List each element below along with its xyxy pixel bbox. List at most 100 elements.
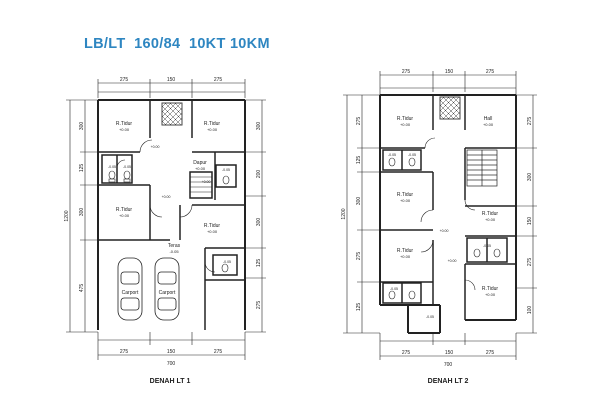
dimension-top xyxy=(379,71,517,95)
floor-plan-1 xyxy=(66,79,266,360)
dim-left-1: 300 xyxy=(79,122,85,131)
void-hatch xyxy=(439,96,461,120)
dim-total-height: 1200 xyxy=(64,210,70,221)
dimension-right xyxy=(516,94,537,334)
bath-level: -0.05 xyxy=(123,165,131,169)
bath-level: -0.05 xyxy=(408,153,416,157)
door-swings xyxy=(420,137,476,291)
stair xyxy=(190,176,212,193)
room-name: R.Tidur xyxy=(204,121,221,127)
dimension-bottom xyxy=(97,332,246,360)
bath-level: -0.05 xyxy=(223,260,231,264)
room-level: +0.00 xyxy=(119,127,130,132)
dim-right-2: 200 xyxy=(256,170,262,179)
hall-level: +0.00 xyxy=(162,195,171,199)
dimension-left xyxy=(66,99,98,333)
room-name: Carport xyxy=(159,290,176,296)
hall-level: +0.00 xyxy=(151,145,160,149)
dim-bottom-3: 275 xyxy=(486,350,495,356)
room-name: Hall xyxy=(484,116,493,122)
dim-top-2: 150 xyxy=(445,69,454,75)
dimension-bottom xyxy=(379,333,517,360)
dim-right-4: 275 xyxy=(527,258,533,267)
room-name: R.Tidur xyxy=(397,192,414,198)
room-name: Carport xyxy=(122,290,139,296)
dim-bottom-3: 275 xyxy=(214,349,223,355)
void-hatch xyxy=(161,102,183,126)
room-level: +0.00 xyxy=(483,122,494,127)
room-level: +0.00 xyxy=(400,122,411,127)
page-title: LB/LT 160/84 10KT 10KM xyxy=(84,36,270,52)
room-name: R.Tidur xyxy=(482,211,499,217)
inner-walls xyxy=(98,100,245,330)
room-level: +0.00 xyxy=(119,213,130,218)
bath-level: -0.05 xyxy=(388,153,396,157)
bath-level: -0.05 xyxy=(390,287,398,291)
toilets xyxy=(388,157,501,300)
stair xyxy=(466,149,498,187)
dim-bottom-1: 275 xyxy=(120,349,129,355)
room-level: +0.00 xyxy=(207,229,218,234)
bath-level: -0.05 xyxy=(222,168,230,172)
cars xyxy=(117,257,180,321)
dimension-left xyxy=(343,94,380,334)
hall-level: +0.00 xyxy=(448,259,457,263)
bath-level: -0.05 xyxy=(483,244,491,248)
hall-level: +0.00 xyxy=(202,180,211,184)
room-level: -0.05 xyxy=(169,249,179,254)
door-swings xyxy=(116,139,216,273)
dimension-top xyxy=(97,79,246,98)
dim-total-height: 1200 xyxy=(341,208,347,219)
room-level: +0.00 xyxy=(195,166,206,171)
plan-caption: DENAH LT 1 xyxy=(150,378,191,385)
dim-left-3: 300 xyxy=(79,208,85,217)
room-name: R.Tidur xyxy=(204,223,221,229)
dim-left-5: 125 xyxy=(356,303,362,312)
hall-level: -0.05 xyxy=(426,315,434,319)
dim-right-3: 150 xyxy=(527,217,533,226)
room-name: R.Tidur xyxy=(482,286,499,292)
dim-bottom-1: 275 xyxy=(402,350,411,356)
room-level: +0.00 xyxy=(400,254,411,259)
inner-walls xyxy=(380,95,516,320)
dim-bottom-2: 150 xyxy=(167,349,176,355)
dim-left-3: 300 xyxy=(356,197,362,206)
room-level: +0.00 xyxy=(400,198,411,203)
dim-right-1: 300 xyxy=(256,122,262,131)
walls xyxy=(379,94,517,334)
dim-left-4: 275 xyxy=(356,252,362,261)
bath-level: -0.05 xyxy=(108,165,116,169)
dim-right-2: 300 xyxy=(527,173,533,182)
dim-left-2: 125 xyxy=(356,156,362,165)
dim-right-5: 275 xyxy=(256,301,262,310)
room-name: R.Tidur xyxy=(397,248,414,254)
plan-caption: DENAH LT 2 xyxy=(428,378,469,385)
dim-top-3: 275 xyxy=(214,77,223,83)
room-level: +0.00 xyxy=(485,217,496,222)
dim-top-2: 150 xyxy=(167,77,176,83)
dim-left-1: 275 xyxy=(356,117,362,126)
dim-right-1: 275 xyxy=(527,117,533,126)
room-name: R.Tidur xyxy=(397,116,414,122)
hall-level: +0.00 xyxy=(440,229,449,233)
room-name: Dapur xyxy=(193,160,207,166)
toilets xyxy=(108,170,230,273)
dimension-right xyxy=(245,99,266,333)
room-name: Teras xyxy=(168,243,181,249)
dim-bottom-2: 150 xyxy=(445,350,454,356)
dim-top-1: 275 xyxy=(402,69,411,75)
plan-1-labels: 275 150 275 275 150 275 700 1200 300 125… xyxy=(64,77,262,385)
plan-2-labels: 275 150 275 275 150 275 700 1200 275 125… xyxy=(341,69,533,385)
dim-right-5: 100 xyxy=(527,306,533,315)
dim-top-3: 275 xyxy=(486,69,495,75)
room-level: +0.00 xyxy=(485,292,496,297)
dim-total-width: 700 xyxy=(444,362,453,368)
floor-plan-2 xyxy=(343,71,537,360)
dim-left-4: 475 xyxy=(79,284,85,293)
room-level: +0.00 xyxy=(207,127,218,132)
walls xyxy=(97,99,246,330)
dim-top-1: 275 xyxy=(120,77,129,83)
dim-left-2: 125 xyxy=(79,164,85,173)
room-name: R.Tidur xyxy=(116,207,133,213)
